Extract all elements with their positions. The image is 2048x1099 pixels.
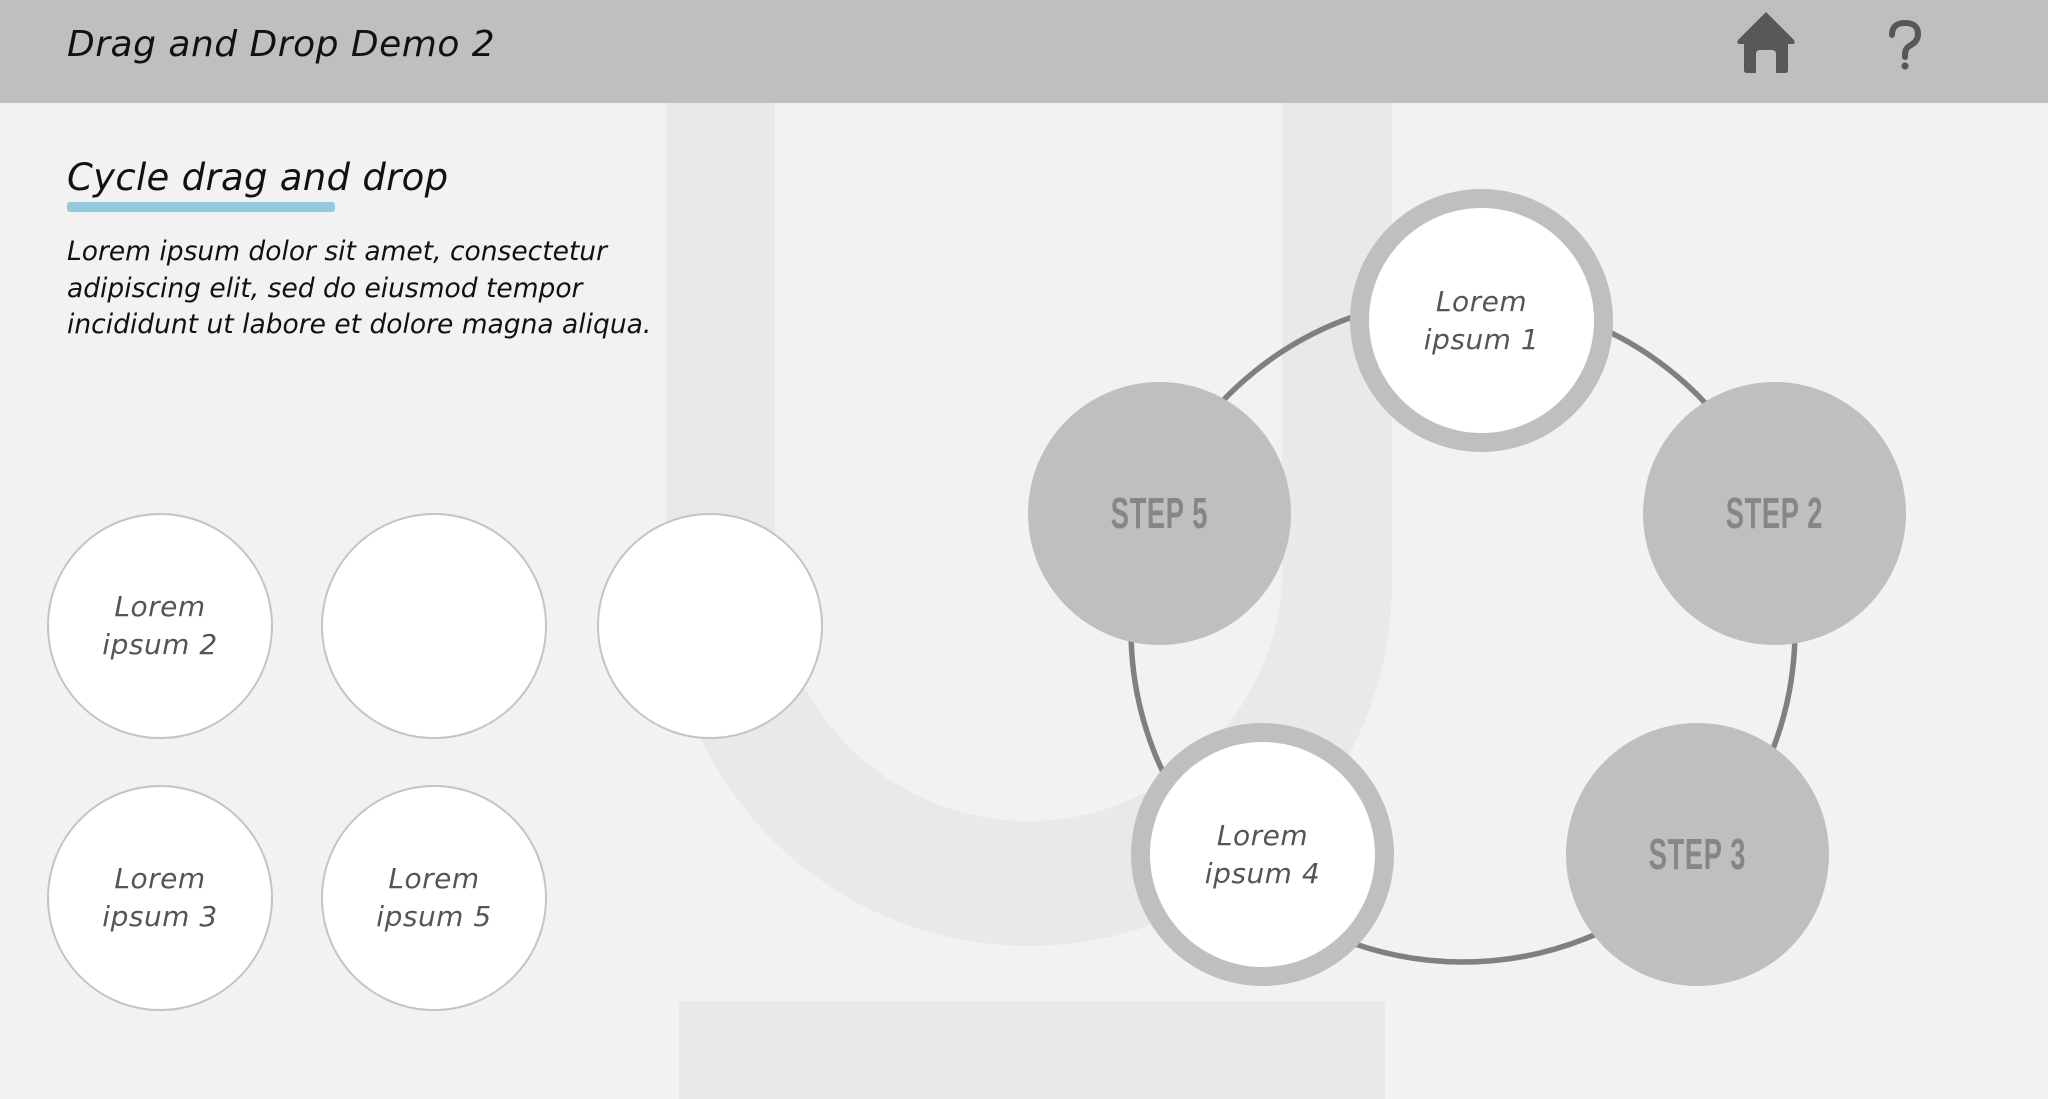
- drag-item-empty-slot[interactable]: [321, 513, 547, 739]
- step-label: STEP 2: [1725, 488, 1824, 538]
- step-label: STEP 5: [1110, 488, 1209, 538]
- drag-item-lorem-ipsum-5[interactable]: Lorem ipsum 5: [321, 785, 547, 1011]
- drag-item-empty-slot[interactable]: [597, 513, 823, 739]
- drop-slot-label: Lorem ipsum 4: [1204, 818, 1321, 890]
- drag-item-label: Lorem ipsum 5: [376, 862, 492, 933]
- drop-slot-label: Lorem ipsum 1: [1423, 284, 1540, 356]
- cycle-drop-slot-4[interactable]: Lorem ipsum 4: [1131, 723, 1394, 986]
- cycle-step-5: STEP 5: [1028, 382, 1291, 645]
- cycle-drop-slot-1[interactable]: Lorem ipsum 1: [1350, 189, 1613, 452]
- help-button[interactable]: [1880, 16, 1930, 72]
- background-u-shape: [666, 103, 1392, 946]
- drag-item-lorem-ipsum-3[interactable]: Lorem ipsum 3: [47, 785, 273, 1011]
- drag-item-label: Lorem ipsum 3: [102, 862, 218, 933]
- section-title: Cycle drag and drop: [67, 156, 449, 199]
- app-title: Drag and Drop Demo 2: [67, 24, 496, 65]
- title-underline: [67, 202, 335, 212]
- drag-item-lorem-ipsum-2[interactable]: Lorem ipsum 2: [47, 513, 273, 739]
- question-mark-icon: [1889, 19, 1922, 70]
- step-label: STEP 3: [1648, 829, 1747, 879]
- drag-item-label: Lorem ipsum 2: [102, 590, 218, 661]
- home-button[interactable]: [1734, 10, 1798, 76]
- description-text: Lorem ipsum dolor sit amet, consectetur …: [67, 236, 652, 341]
- drop-slot-inner[interactable]: Lorem ipsum 1: [1369, 208, 1594, 433]
- cycle-step-2: STEP 2: [1643, 382, 1906, 645]
- background-bottom-block: [679, 1001, 1385, 1099]
- drop-slot-inner[interactable]: Lorem ipsum 4: [1150, 742, 1375, 967]
- app-header: Drag and Drop Demo 2: [0, 0, 2048, 103]
- cycle-step-3: STEP 3: [1566, 723, 1829, 986]
- home-icon: [1737, 12, 1795, 73]
